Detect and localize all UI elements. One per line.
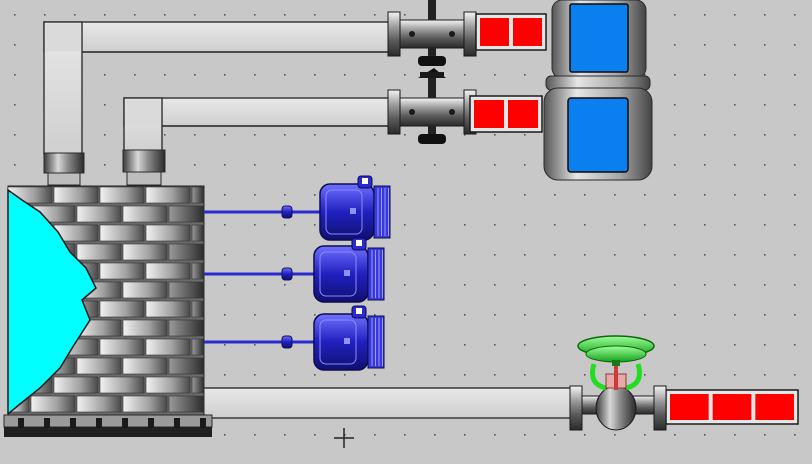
indicator-segment bbox=[480, 18, 509, 46]
furnace-brick bbox=[99, 224, 145, 242]
furnace-brick bbox=[99, 338, 145, 356]
lower-flue-pipe bbox=[123, 97, 393, 155]
furnace-brick bbox=[145, 186, 191, 204]
furnace-brick bbox=[99, 376, 145, 394]
lower-gate-valve[interactable] bbox=[387, 68, 477, 144]
upper-gate-valve[interactable] bbox=[387, 0, 477, 66]
furnace-brick bbox=[191, 300, 205, 318]
pipe-coupling-right bbox=[122, 149, 166, 186]
furnace-brick bbox=[191, 186, 205, 204]
furnace-brick bbox=[168, 281, 205, 299]
base-bolt bbox=[44, 418, 50, 428]
furnace-brick bbox=[168, 205, 205, 223]
furnace-brick bbox=[168, 357, 205, 375]
furnace-brick bbox=[145, 262, 191, 280]
furnace-brick bbox=[168, 395, 205, 413]
furnace-brick bbox=[191, 224, 205, 242]
furnace-brick bbox=[145, 300, 191, 318]
furnace-brick bbox=[53, 186, 99, 204]
level-transmitter-group bbox=[204, 175, 391, 371]
furnace-brick bbox=[76, 205, 122, 223]
furnace-brick bbox=[99, 300, 145, 318]
diaphragm-control-valve-icon[interactable] bbox=[569, 335, 667, 431]
storage-tank-stack bbox=[543, 0, 653, 181]
furnace-brick bbox=[30, 395, 76, 413]
brick-furnace-icon bbox=[7, 185, 205, 432]
furnace-brick bbox=[145, 376, 191, 394]
level-transmitter-icon[interactable] bbox=[204, 305, 385, 371]
furnace-brick bbox=[76, 243, 122, 261]
furnace-brick bbox=[99, 186, 145, 204]
base-bolt bbox=[148, 418, 154, 428]
furnace-brick bbox=[122, 205, 168, 223]
upper-valve-status-indicator bbox=[475, 13, 547, 51]
furnace-base bbox=[3, 414, 213, 437]
furnace-brick bbox=[191, 262, 205, 280]
control-valve-status-indicator bbox=[665, 389, 799, 425]
base-bolt bbox=[200, 418, 206, 428]
pipe-coupling-left bbox=[43, 152, 85, 186]
base-bolt bbox=[174, 418, 180, 428]
indicator-segment bbox=[755, 394, 794, 420]
indicator-segment bbox=[712, 394, 752, 420]
furnace-brick bbox=[122, 357, 168, 375]
furnace-brick bbox=[168, 319, 205, 337]
indicator-segment bbox=[670, 394, 709, 420]
storage-tank-lower bbox=[543, 87, 653, 181]
furnace-brick bbox=[122, 395, 168, 413]
crosshair-cursor-icon bbox=[334, 428, 354, 448]
water-cavity bbox=[7, 188, 97, 416]
furnace-brick bbox=[191, 338, 205, 356]
furnace-brick bbox=[122, 319, 168, 337]
upper-flue-pipe bbox=[43, 21, 391, 155]
indicator-segment bbox=[474, 100, 504, 128]
level-transmitter-icon[interactable] bbox=[204, 175, 391, 241]
furnace-brick bbox=[145, 224, 191, 242]
base-bolt bbox=[96, 418, 102, 428]
furnace-brick bbox=[191, 376, 205, 394]
furnace-brick bbox=[145, 338, 191, 356]
furnace-brick bbox=[53, 376, 99, 394]
indicator-segment bbox=[513, 18, 542, 46]
furnace-brick bbox=[122, 281, 168, 299]
furnace-brick bbox=[76, 357, 122, 375]
indicator-segment bbox=[508, 100, 538, 128]
storage-tank-upper bbox=[551, 0, 647, 79]
lower-valve-status-indicator bbox=[469, 95, 543, 133]
base-bolt bbox=[18, 418, 24, 428]
outlet-pipe bbox=[192, 387, 579, 419]
base-bolt bbox=[70, 418, 76, 428]
base-bolt bbox=[122, 418, 128, 428]
furnace-brick bbox=[122, 243, 168, 261]
level-transmitter-icon[interactable] bbox=[204, 237, 385, 303]
furnace-brick bbox=[76, 395, 122, 413]
furnace-brick bbox=[168, 243, 205, 261]
furnace-brick bbox=[99, 262, 145, 280]
